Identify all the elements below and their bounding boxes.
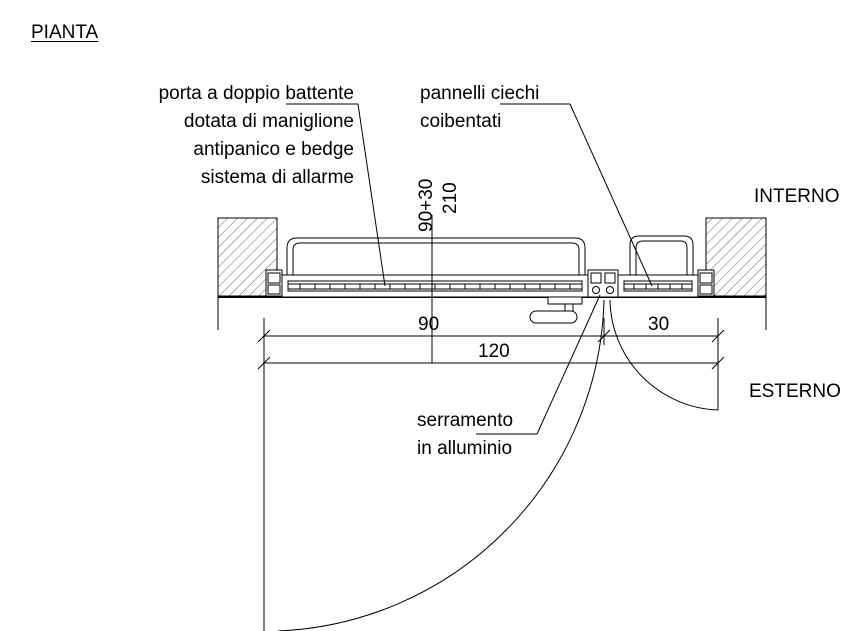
frame-annotation-line-2: in alluminio	[417, 438, 513, 459]
panels-annotation-line-2: coibentati	[420, 111, 502, 132]
dim-leaf-width: 90	[418, 314, 439, 335]
left-frame-profile	[265, 269, 283, 297]
door-annotation-line-2: dotata di maniglione	[183, 111, 354, 132]
height-dim-bottom: 210	[440, 182, 461, 214]
leader-lines	[286, 103, 653, 435]
panel-upper-profile-inner	[635, 240, 688, 275]
door-annotation-line-1: porta a doppio battente	[158, 83, 354, 104]
exterior-label: ESTERNO	[749, 381, 841, 402]
plan-title: PIANTA	[31, 22, 99, 43]
frame-annotation-line-1: serramento	[417, 410, 514, 431]
door-annotation-line-3: antipanico e bedge	[193, 139, 354, 160]
main-leaf-swing-arc	[277, 299, 605, 631]
panels-annotation-line-1: pannelli ciechi	[420, 83, 540, 104]
right-frame-profile	[697, 269, 715, 297]
door-annotation-line-4: sistema di allarme	[200, 167, 354, 188]
door-upper-profile	[286, 237, 586, 275]
dim-total-width: 120	[478, 341, 510, 362]
dim-panel-width: 30	[648, 314, 669, 335]
door-handle	[529, 296, 583, 324]
interior-label: INTERNO	[754, 186, 840, 207]
right-wall-jamb	[705, 217, 767, 330]
height-dim-top: 90+30	[416, 179, 437, 232]
door-leaf-ribs	[299, 284, 571, 289]
door-upper-profile-inner	[292, 242, 580, 275]
panel-upper-profile	[629, 235, 694, 275]
panel-swing-arc	[609, 299, 719, 411]
fixed-panel-ribs	[633, 284, 683, 289]
dimension-line-total	[257, 356, 725, 370]
central-mullion	[587, 269, 619, 298]
dimension-line-partial	[257, 318, 725, 631]
